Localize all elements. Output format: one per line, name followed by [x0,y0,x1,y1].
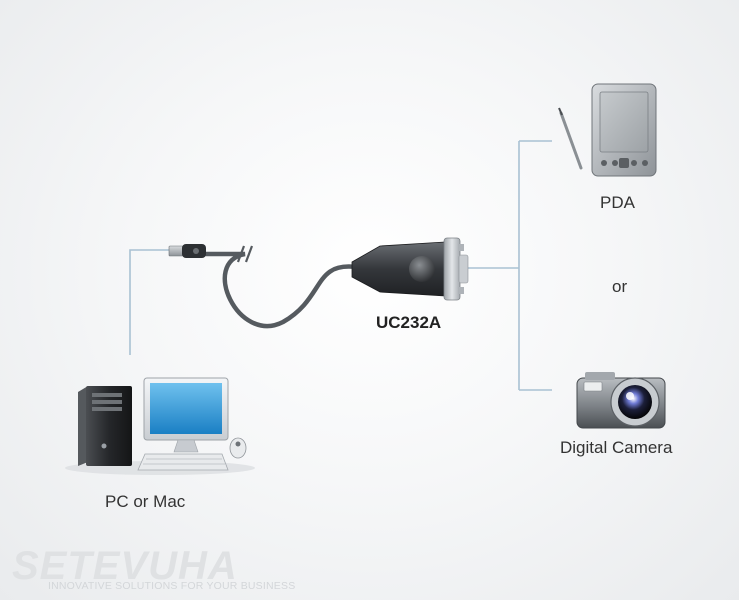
digital-camera-label: Digital Camera [560,438,673,457]
usb-plug-tip [168,245,184,257]
adapter-model-label: UC232A [376,313,442,332]
pc-connector-line [129,249,172,355]
pda-screen [599,91,649,153]
camera-top-plate [585,372,615,380]
or-label: or [612,277,628,296]
adapter-knob [409,256,435,282]
camera-lens [618,385,652,419]
pc-drive-bay-3 [92,407,122,411]
db9-pins [458,254,469,284]
pc-drive-bay-2 [92,400,122,404]
pc-tower-side [78,386,88,466]
db9-connector [443,237,461,301]
pda-stylus-tip [558,107,563,116]
pc-or-mac-label: PC or Mac [105,492,186,511]
connector-lines [129,140,552,391]
pda-button-1 [601,160,607,166]
monitor-stand [173,439,199,453]
watermark-brand: SETEVUHA [12,544,238,588]
cable-break-mark-2 [244,245,254,263]
mouse [229,437,247,459]
uc232a-adapter [351,237,469,301]
watermark-tagline: INNOVATIVE SOLUTIONS FOR YOUR BUSINESS [48,580,296,592]
pda-device [558,83,657,177]
cable-break-mark-1 [236,245,246,263]
pda-label: PDA [600,193,635,212]
pc-tower [86,386,132,466]
pda-nav-pad [619,158,629,168]
pda-button-4 [642,160,648,166]
monitor-screen [150,383,222,434]
cable-loop [202,251,378,329]
pda-stylus [559,111,583,170]
camera-flash [583,381,603,392]
mouse-wheel [235,441,241,447]
digital-camera-device [576,372,666,429]
db9-screw-bottom [458,287,464,294]
pc-power-button [101,443,107,449]
usb-plug-logo [193,248,199,254]
pda-button-2 [612,160,618,166]
pda-button-3 [631,160,637,166]
db9-screw-top [458,244,464,251]
camera-lens-highlight [626,392,634,400]
pc-device [65,377,255,475]
serial-cable [168,244,378,329]
pc-drive-bay-1 [92,393,122,397]
keyboard [137,453,229,471]
